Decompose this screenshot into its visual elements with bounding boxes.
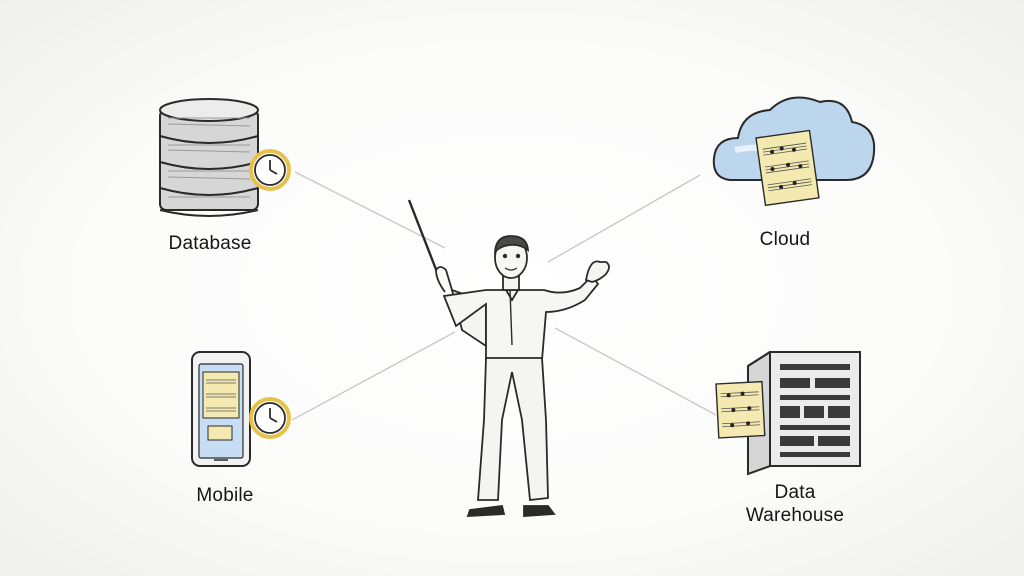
mobile-phone-icon xyxy=(191,351,251,467)
connector-cloud xyxy=(547,174,701,263)
database-icon xyxy=(159,98,259,217)
conductor-figure xyxy=(407,199,610,517)
connector-database xyxy=(294,171,446,249)
sheet-music-icon xyxy=(715,380,766,439)
mobile-label: Mobile xyxy=(196,485,254,506)
server-rack-icon xyxy=(747,351,861,476)
sheet-music-icon xyxy=(755,129,820,207)
data-warehouse-label-line1: Data xyxy=(774,482,816,503)
clock-icon xyxy=(249,397,291,439)
clock-icon xyxy=(249,149,291,191)
cloud-label: Cloud xyxy=(759,229,811,250)
data-warehouse-label: Data Warehouse xyxy=(715,481,875,527)
connector-warehouse xyxy=(554,327,717,416)
database-label: Database xyxy=(168,233,252,254)
connector-lines xyxy=(291,171,717,421)
baton-icon xyxy=(407,199,439,273)
data-warehouse-label-line2: Warehouse xyxy=(745,505,845,526)
connector-mobile xyxy=(291,331,456,421)
